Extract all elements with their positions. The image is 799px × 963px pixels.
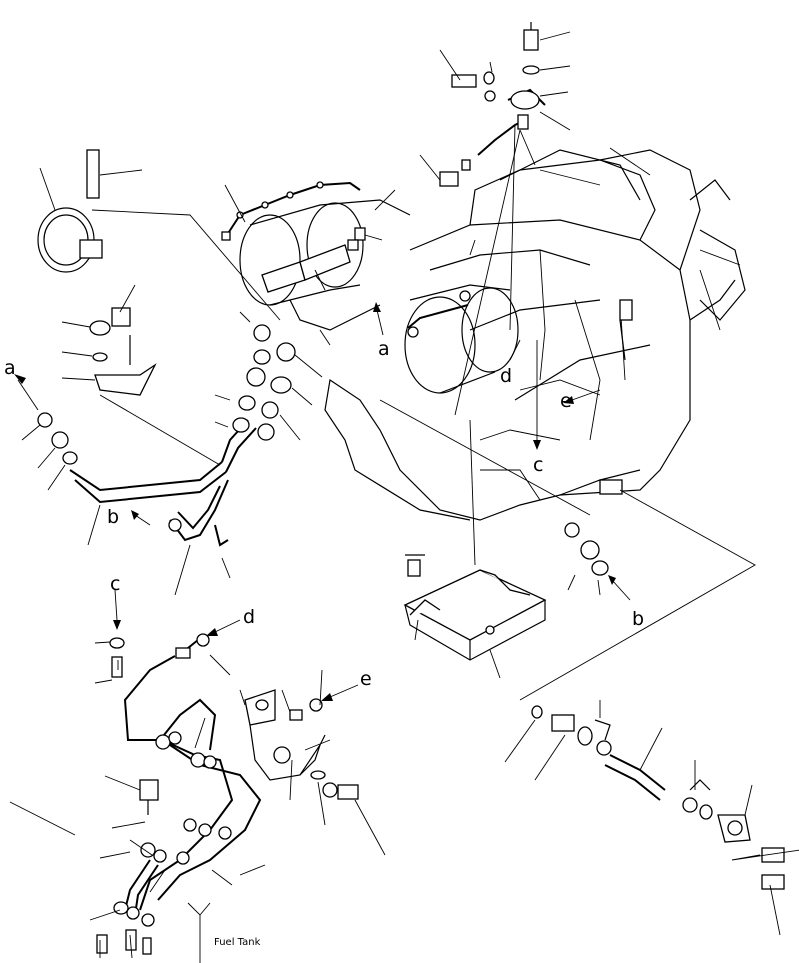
band-clamp <box>37 149 103 273</box>
fuel-line-assembly <box>96 633 359 955</box>
ref-a-left: a <box>4 357 16 379</box>
ref-e-mid: e <box>560 390 572 412</box>
left-bracket <box>89 307 157 396</box>
ref-c-left: c <box>110 573 120 595</box>
leader-lines <box>9 31 799 963</box>
wire-harness <box>221 181 366 251</box>
fuel-tank-caption: Fuel Tank <box>214 937 261 948</box>
reference-letters: a a b b c c d d e e <box>4 338 644 690</box>
ref-d-mid: d <box>500 365 512 387</box>
ref-c-top: c <box>533 454 543 476</box>
right-connectors <box>564 299 633 576</box>
return-hose <box>37 412 257 547</box>
clamp-set <box>232 324 296 441</box>
reference-arrows <box>14 302 631 701</box>
ref-e-left: e <box>360 668 372 690</box>
ref-a-top: a <box>378 338 390 360</box>
drain-hose-set <box>531 705 785 890</box>
ref-b-left: b <box>107 506 119 528</box>
ref-d-left: d <box>243 606 255 628</box>
fuel-inlet-assembly <box>439 22 546 187</box>
mount-cradle <box>403 554 547 661</box>
ref-b-right: b <box>632 608 644 630</box>
air-duct <box>239 199 519 394</box>
